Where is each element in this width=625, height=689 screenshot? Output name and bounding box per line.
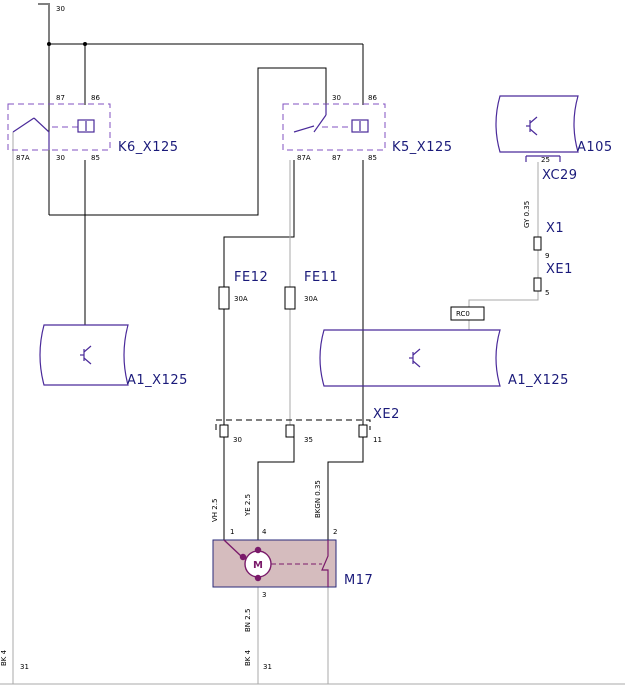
module-a1-left: A1_X125 [39, 324, 188, 388]
fuse-fe12-body [218, 286, 230, 310]
pin-k5-87a: 87A [297, 154, 311, 162]
wire-label-bkgn035: BKGN 0.35 [314, 480, 322, 518]
transistor-icon [526, 116, 538, 136]
module-a1-left-shape [39, 324, 129, 386]
motor-brush-1-wire [223, 539, 242, 557]
pin-k6-30: 30 [56, 154, 65, 162]
pin-k6-87: 87 [56, 94, 65, 102]
pin-xe2-30: 30 [233, 436, 242, 444]
module-a1-right-shape [319, 329, 501, 387]
relay-k6-switch-arm [33, 117, 50, 133]
fuse-fe12: FE12 30A [218, 270, 268, 310]
fuse-fe11-rating: 30A [304, 295, 318, 303]
relay-k6: 87 86 87A 30 85 K6_X125 [7, 94, 179, 162]
pin-m17-3: 3 [262, 591, 266, 599]
fuse-fe11-body [284, 286, 296, 310]
rc0-box [450, 306, 485, 321]
pin-k5-86: 86 [368, 94, 377, 102]
label-a1-left: A1_X125 [127, 373, 188, 388]
pin-k6-85: 85 [91, 154, 100, 162]
supply-wiring [38, 3, 364, 540]
connector-xe2-pin-35 [285, 424, 295, 438]
pin-xe2-35: 35 [304, 436, 313, 444]
pin-m17-4: 4 [262, 528, 267, 536]
label-k6: K6_X125 [118, 140, 179, 155]
relay-k5-frame [282, 103, 386, 151]
wire-label-vh25: VH 2.5 [211, 499, 219, 522]
connector-xe2: XE2 30 35 11 [215, 407, 400, 444]
label-fe12: FE12 [234, 270, 268, 285]
connector-xe2-frame [215, 419, 371, 430]
wire-label-gy035: GY 0.35 [523, 201, 531, 228]
wire-xe2-11-m17-2 [327, 437, 364, 540]
wire-label-bk4-mid: BK 4 [244, 649, 252, 666]
relay-k5: 30 86 87A 87 85 K5_X125 [282, 94, 453, 162]
label-k5: K5_X125 [392, 140, 453, 155]
pin-ground-mid: 31 [263, 663, 272, 671]
connector-xe2-pin-30 [219, 424, 229, 438]
label-xe2: XE2 [373, 407, 400, 422]
label-rc0: RC0 [456, 310, 470, 318]
wire-label-bn25: BN 2.5 [244, 609, 252, 632]
rc0-block: RC0 [450, 306, 485, 321]
motor-m17: M M17 3 [212, 539, 373, 599]
motor-label: M [253, 560, 263, 571]
label-x1: X1 [546, 221, 564, 236]
wire-xe2-35-m17-4 [257, 437, 295, 540]
gray-wiring [0, 132, 625, 685]
label-m17: M17 [344, 573, 373, 588]
pin-m17-1: 1 [230, 528, 234, 536]
pin-top-30: 30 [56, 5, 65, 13]
motor-brush-1 [239, 553, 247, 561]
relay-k6-switch-contact [12, 117, 35, 133]
pin-x1-9: 9 [545, 252, 549, 260]
relay-k6-frame [7, 103, 111, 151]
pin-k6-86: 86 [91, 94, 100, 102]
relay-k5-switch-arm [313, 114, 327, 133]
pin-xe1-5: 5 [545, 289, 549, 297]
module-a1-right: A1_X125 [319, 329, 569, 388]
pin-a105-25: 25 [541, 156, 550, 164]
pin-m17-2: 2 [333, 528, 337, 536]
fuse-fe12-rating: 30A [234, 295, 248, 303]
pin-xe2-11: 11 [373, 436, 382, 444]
wire-label-ye25: YE 2.5 [244, 494, 252, 517]
connector-xe2-pin-11 [358, 424, 368, 438]
connector-xe1 [533, 277, 542, 292]
wire-xe1-rc0 [468, 250, 539, 307]
connector-x1-xe1: X1 9 XE1 5 [533, 221, 573, 297]
label-a105: A105 [577, 140, 613, 155]
relay-k5-87a-contact [293, 125, 315, 133]
module-a105-shape [495, 95, 579, 153]
pin-k5-85: 85 [368, 154, 377, 162]
label-xe1: XE1 [546, 262, 573, 277]
pin-ground-left: 31 [20, 663, 29, 671]
module-a105: 25 A105 XC29 GY 0.35 [495, 95, 613, 228]
label-xc29: XC29 [542, 168, 578, 183]
junction-left [47, 42, 51, 46]
motor-limit-switch [321, 540, 329, 587]
pin-k6-87a: 87A [16, 154, 30, 162]
wire-k6-to-k5 [49, 67, 327, 216]
connector-x1 [533, 236, 542, 251]
motor-brush-4 [254, 546, 262, 554]
transistor-icon [409, 348, 421, 368]
label-fe11: FE11 [304, 270, 338, 285]
label-a1-right: A1_X125 [508, 373, 569, 388]
wire-label-bk4-left: BK 4 [0, 649, 8, 666]
transistor-icon [80, 345, 92, 365]
pin-k5-87: 87 [332, 154, 341, 162]
wire-k5-87-fe12 [223, 160, 295, 287]
pin-k5-30: 30 [332, 94, 341, 102]
motor-brush-3 [254, 574, 262, 582]
fuse-fe11: FE11 30A [284, 270, 338, 310]
